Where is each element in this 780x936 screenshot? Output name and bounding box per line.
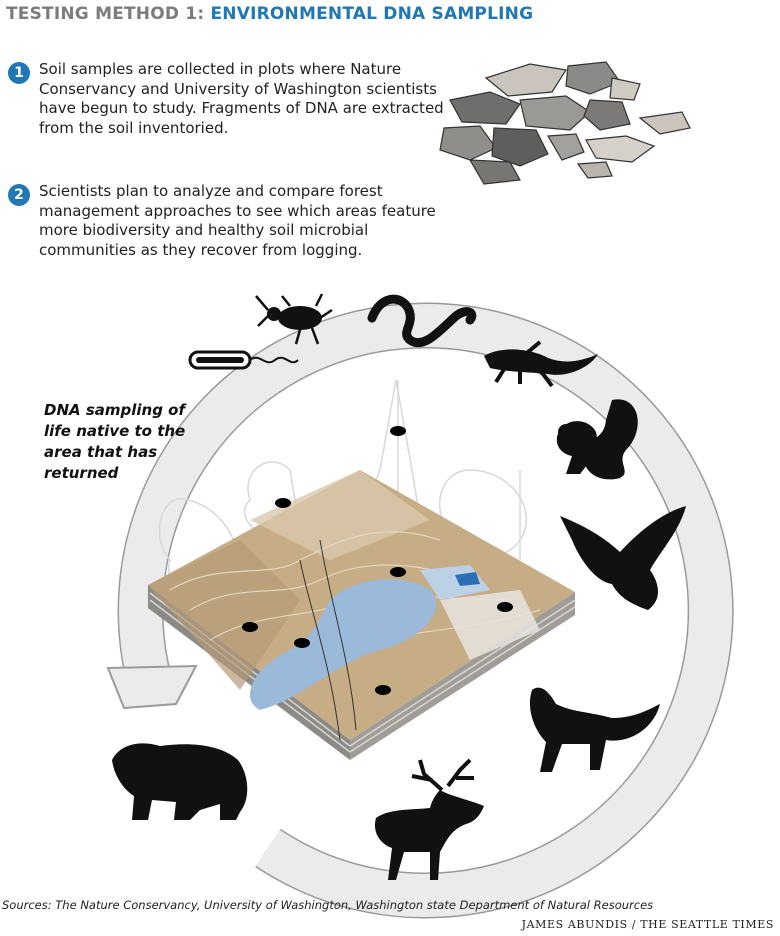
salamander-icon (484, 340, 598, 388)
step-2-text: Scientists plan to analyze and compare f… (39, 182, 436, 259)
fox-icon (529, 687, 660, 772)
snake-icon (367, 294, 477, 348)
bacteria-icon (188, 350, 299, 370)
cycle-arrow (106, 302, 734, 919)
owl-icon (560, 506, 686, 610)
forest-terrain-block (148, 379, 576, 760)
credit-line: JAMES ABUNDIS / THE SEATTLE TIMES (521, 918, 774, 931)
sources-note: Sources: The Nature Conservancy, Univers… (2, 898, 654, 912)
title-main: ENVIRONMENTAL DNA SAMPLING (210, 4, 534, 24)
elk-icon (374, 758, 484, 880)
beetle-icon (255, 293, 333, 345)
bear-icon (112, 743, 248, 820)
sampling-annotation: DNA sampling of life native to the area … (44, 401, 186, 482)
squirrel-icon (556, 399, 638, 480)
step-1-text: Soil samples are collected in plots wher… (39, 60, 444, 137)
page-title: TESTING METHOD 1: ENVIRONMENTAL DNA SAMP… (6, 4, 533, 24)
step-2-badge: 2 (8, 184, 30, 206)
step-1-badge: 1 (8, 62, 30, 84)
sample-points (242, 426, 513, 695)
title-prefix: TESTING METHOD 1: (6, 4, 205, 24)
soil-rocks-illustration (439, 61, 691, 185)
